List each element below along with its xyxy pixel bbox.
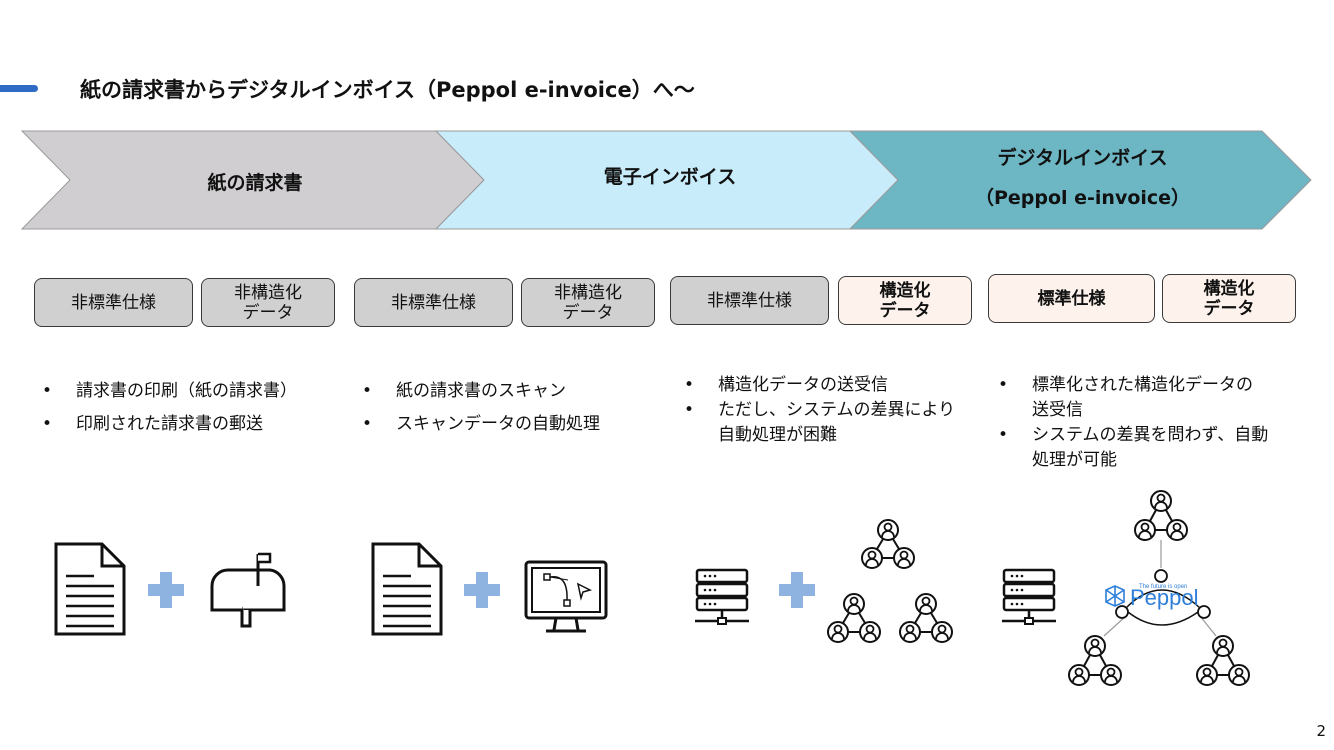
mailbox-icon <box>210 552 286 628</box>
tag-unstructured-data: 非構造化データ <box>201 278 335 327</box>
document-icon <box>54 542 126 636</box>
list-item: スキャンデータの自動処理 <box>362 412 600 437</box>
accent-bar <box>0 85 38 92</box>
network-icon <box>825 512 960 648</box>
list-item: 請求書の印刷（紙の請求書） <box>42 379 297 404</box>
stage-label-electronic: 電子インボイス <box>570 162 770 189</box>
process-chevrons <box>20 130 1312 230</box>
stage-label-electronic-text: 電子インボイス <box>603 166 737 188</box>
peppol-logo-text: Peppol <box>1130 585 1199 610</box>
stage-label-digital-line2: （Peppol e-invoice） <box>974 187 1191 209</box>
list-item: 構造化データの送受信 <box>684 373 955 398</box>
tag-nonstandard-spec: 非標準仕様 <box>34 278 193 327</box>
list-item: 紙の請求書のスキャン <box>362 379 600 404</box>
peppol-network-icon: The future is open Peppol <box>1064 488 1264 688</box>
tag-text: 非標準仕様 <box>707 290 792 311</box>
list-item-text: システムの差異を問わず、自動処理が可能 <box>1032 425 1269 470</box>
list-item-text: ただし、システムの差異により自動処理が困難 <box>718 400 956 445</box>
tag-text: 非標準仕様 <box>391 292 476 313</box>
peppol-logo-mark <box>1105 585 1125 607</box>
stage-label-digital-line1: デジタルインボイス <box>997 147 1168 169</box>
stage-chevron-digital <box>848 130 1312 230</box>
bullet-list-electronic: 紙の請求書のスキャン スキャンデータの自動処理 <box>362 379 600 445</box>
tag-structured-data: 構造化データ <box>1162 274 1296 323</box>
tag-nonstandard-spec: 非標準仕様 <box>670 276 829 325</box>
plus-icon <box>148 572 184 608</box>
list-item-text: 標準化された構造化データの送受信 <box>1032 375 1253 420</box>
plus-icon <box>464 572 500 608</box>
stage-label-paper: 紙の請求書 <box>160 168 350 195</box>
tag-structured-data: 構造化データ <box>838 276 972 325</box>
tag-text: 非構造化データ <box>554 282 622 323</box>
tag-text: 標準仕様 <box>1037 288 1106 309</box>
peppol-tagline: The future is open <box>1139 584 1187 590</box>
plus-icon <box>779 572 815 608</box>
list-item: 印刷された請求書の郵送 <box>42 412 297 437</box>
document-icon <box>371 542 443 636</box>
tag-text: 構造化データ <box>879 280 931 321</box>
tag-nonstandard-spec: 非標準仕様 <box>354 278 513 327</box>
monitor-vector-icon <box>524 560 608 633</box>
tag-standard-spec: 標準仕様 <box>988 274 1155 323</box>
tag-unstructured-data: 非構造化データ <box>521 278 655 327</box>
tag-text: 構造化データ <box>1203 278 1255 319</box>
tag-text: 非構造化データ <box>234 282 302 323</box>
page-number: 2 <box>1316 722 1326 740</box>
bullet-list-paper: 請求書の印刷（紙の請求書） 印刷された請求書の郵送 <box>42 379 297 445</box>
tag-text: 非標準仕様 <box>71 292 156 313</box>
page-title: 紙の請求書からデジタルインボイス（Peppol e-invoice）へ～ <box>80 78 695 102</box>
stage-label-paper-text: 紙の請求書 <box>207 172 303 194</box>
stage-label-digital: デジタルインボイス （Peppol e-invoice） <box>960 145 1205 211</box>
server-icon <box>1002 568 1056 625</box>
server-icon <box>695 568 749 625</box>
